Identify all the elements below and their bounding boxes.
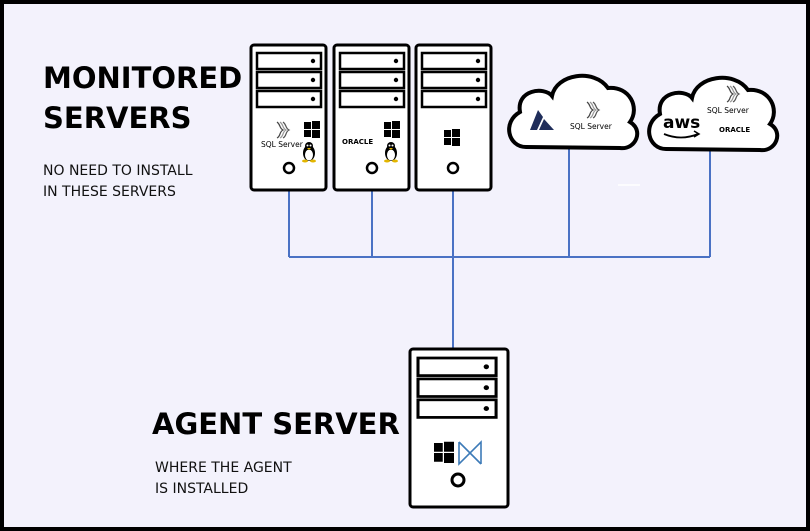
azure-cloud: SQL Server bbox=[507, 73, 640, 151]
agent-note-line2: IS INSTALLED bbox=[155, 481, 249, 497]
oracle-label: ORACLE bbox=[342, 138, 373, 146]
aws-cloud: aws SQL Server ORACLE bbox=[647, 75, 780, 153]
power-button-icon bbox=[282, 161, 296, 175]
network-diagram-svg: SQL Server ORACLE bbox=[249, 43, 780, 509]
agent-server-title: AGENT SERVER bbox=[152, 407, 400, 441]
power-button-icon bbox=[365, 161, 379, 175]
aws-label: aws bbox=[663, 113, 700, 133]
agent-server bbox=[408, 347, 510, 509]
sql-server-label: SQL Server bbox=[570, 122, 613, 131]
monitored-servers-title-line1: MONITORED bbox=[43, 61, 243, 95]
oracle-label: ORACLE bbox=[719, 126, 750, 134]
aws-smile-icon bbox=[663, 133, 699, 139]
monitored-note-line2: IN THESE SERVERS bbox=[43, 184, 176, 200]
monitored-server-3 bbox=[414, 43, 493, 192]
agent-note-line1: WHERE THE AGENT bbox=[155, 460, 292, 476]
power-button-icon bbox=[446, 161, 460, 175]
visual-studio-icon bbox=[458, 440, 482, 466]
network-connector-lines bbox=[288, 148, 711, 349]
monitored-servers-title-line2: SERVERS bbox=[43, 101, 192, 135]
azure-icon bbox=[530, 110, 554, 130]
monitored-note-line1: NO NEED TO INSTALL bbox=[43, 163, 193, 179]
monitored-server-1: SQL Server bbox=[249, 43, 328, 192]
sql-server-label: SQL Server bbox=[707, 106, 750, 115]
power-button-icon bbox=[450, 472, 466, 488]
monitored-server-2: ORACLE bbox=[332, 43, 411, 192]
sql-server-label: SQL Server bbox=[261, 140, 304, 149]
